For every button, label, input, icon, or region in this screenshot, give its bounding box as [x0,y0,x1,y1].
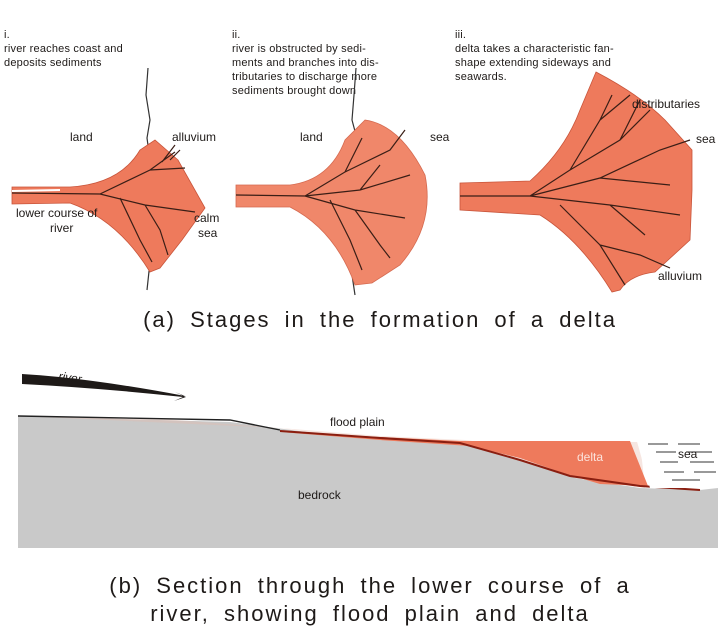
label-delta: delta [577,450,603,464]
label-sea-1: sea [198,226,218,240]
caption-b-line-2: river, showing flood plain and delta [40,600,700,628]
caption-b: (b) Section through the lower course of … [40,572,700,628]
label-bedrock: bedrock [298,488,342,502]
label-flood-plain: flood plain [330,415,385,429]
label-land-1: land [70,130,93,144]
sea-body [636,438,718,488]
bedrock-layer [18,416,718,548]
land-surface-line [18,416,280,430]
bedrock-shade [18,416,645,488]
label-alluvium-1: alluvium [172,130,216,144]
caption-a: (a) Stages in the formation of a delta [60,307,700,333]
label-distributaries: distributaries [632,97,700,111]
caption-b-line-1: (b) Section through the lower course of … [40,572,700,600]
delta-stages-diagram: land alluvium lower course of river calm… [0,0,718,300]
label-land-2: land [300,130,323,144]
stage-2-map [236,68,427,295]
delta-deposit [280,432,648,486]
stage-1-map [12,68,205,290]
label-river-flow: river [58,369,84,386]
label-sea-3: sea [696,132,716,146]
label-lower-course: lower course of [16,206,98,220]
label-calm: calm [194,211,219,225]
stage-1-river-highlight [12,190,60,191]
river-flow-arrow [22,374,186,401]
sea-hatching [648,444,716,480]
label-alluvium-3: alluvium [658,269,702,283]
label-sea-b: sea [678,447,698,461]
label-sea-2: sea [430,130,450,144]
label-river: river [50,221,73,235]
river-bed-line [280,431,700,490]
